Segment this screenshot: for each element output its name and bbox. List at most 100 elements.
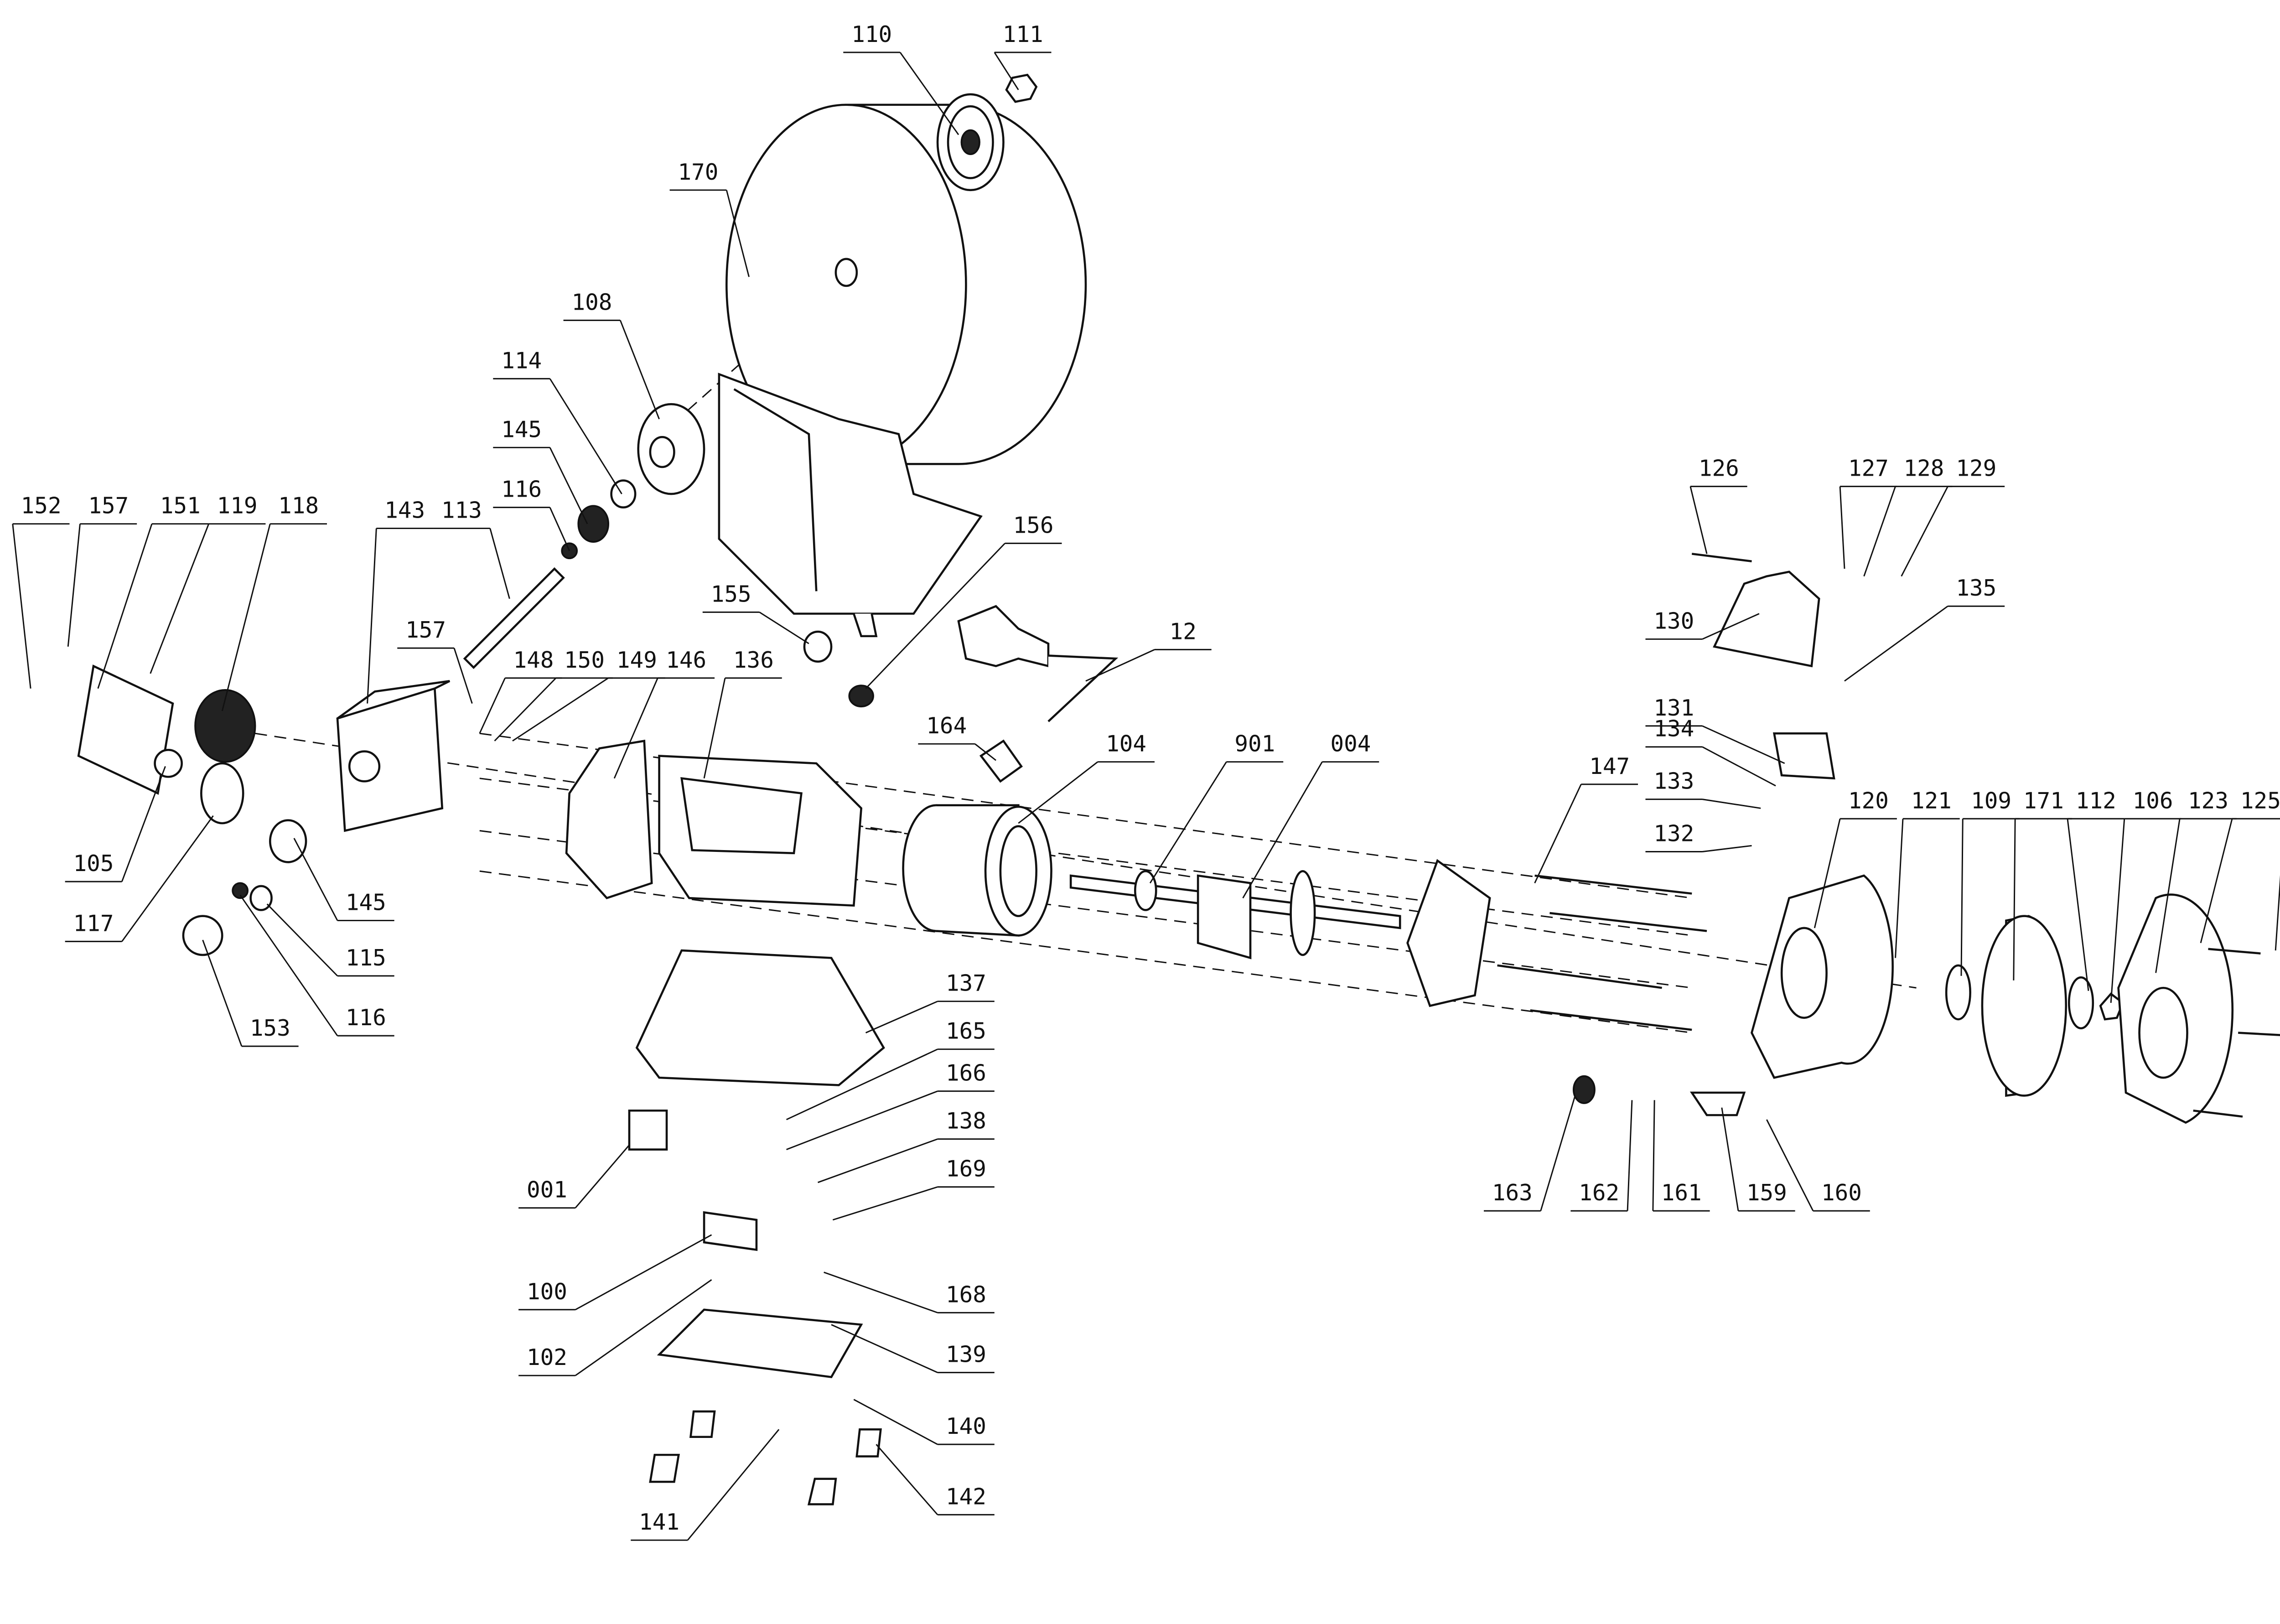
- power-cord-12: [1047, 654, 1119, 722]
- part-callout-156: 156: [865, 512, 1062, 689]
- part-callout-117: 117: [65, 815, 214, 942]
- part-callout-119: 119: [150, 493, 266, 674]
- part-number-label: 161: [1661, 1179, 1702, 1206]
- leader-line: [2200, 818, 2280, 944]
- worm-117: [200, 762, 244, 825]
- leader-line: [1839, 486, 1897, 569]
- part-number-label: 901: [1234, 731, 1275, 757]
- leader-line: [65, 766, 166, 882]
- part-callout-159: 159: [1721, 1107, 1795, 1212]
- part-number-label: 145: [346, 889, 386, 915]
- leader-line: [631, 1429, 780, 1541]
- part-number-label: 112: [2076, 787, 2116, 814]
- leader-line: [786, 1048, 995, 1121]
- part-number-label: 146: [666, 647, 706, 673]
- water-tray-154: [718, 373, 983, 615]
- leader-line: [1085, 649, 1212, 682]
- part-callout-146: 146: [613, 647, 715, 779]
- leader-line: [1652, 1100, 1710, 1212]
- part-number-label: 147: [1589, 753, 1630, 779]
- part-number-label: 142: [946, 1483, 986, 1510]
- rotor-004: [1069, 870, 1401, 960]
- part-number-label: 140: [946, 1413, 986, 1439]
- part-number-label: 129: [1956, 455, 1996, 482]
- part-callout-148: 148: [479, 647, 562, 734]
- part-callout-145: 145: [493, 416, 588, 524]
- part-number-label: 106: [2133, 787, 2173, 814]
- power-plug: [957, 605, 1050, 668]
- part-number-label: 162: [1579, 1179, 1619, 1206]
- leader-line: [786, 1090, 995, 1150]
- part-callout-162: 162: [1570, 1100, 1633, 1212]
- end-cover-right: [1406, 859, 1491, 1007]
- part-number-label: 163: [1492, 1179, 1533, 1206]
- part-callout-164: 164: [918, 712, 996, 761]
- part-number-label: 157: [88, 493, 129, 519]
- part-callout-116: 116: [493, 476, 570, 551]
- flange-109: [1945, 964, 1971, 1021]
- part-callout-125: 125: [2200, 787, 2280, 944]
- leader-line: [831, 1324, 995, 1374]
- part-callout-141: 141: [631, 1429, 780, 1541]
- leader-line: [1901, 486, 2005, 577]
- leader-line: [1645, 725, 1785, 764]
- cover-center: [2138, 986, 2188, 1079]
- leader-line: [853, 1399, 995, 1445]
- bolt-126: [1691, 553, 1752, 563]
- knob-156: [848, 685, 874, 708]
- assembly-axis-line: [255, 269, 1917, 1034]
- part-callout-160: 160: [1766, 1119, 1870, 1212]
- leader-line: [1960, 818, 2020, 976]
- part-number-label: 145: [501, 416, 542, 442]
- leader-line: [1844, 605, 2005, 682]
- part-number-label: 109: [1971, 787, 2011, 814]
- part-callout-105: 105: [65, 766, 166, 882]
- part-callout-124: 124: [2275, 875, 2280, 951]
- part-callout-100: 100: [518, 1234, 712, 1311]
- part-number-label: 170: [678, 159, 718, 185]
- part-callout-102: 102: [518, 1279, 712, 1376]
- leader-line: [266, 903, 394, 977]
- part-callout-12: 12: [1085, 618, 1212, 682]
- leader-line: [1766, 1119, 1870, 1212]
- leader-line: [150, 523, 266, 674]
- leader-line: [2013, 818, 2072, 981]
- part-callout-157: 157: [397, 617, 473, 704]
- part-callout-161: 161: [1652, 1100, 1710, 1212]
- part-number-label: 004: [1330, 731, 1371, 757]
- stator-104: [902, 804, 1052, 937]
- leader-line: [2275, 875, 2280, 951]
- eye-shield-130: [1713, 571, 1820, 668]
- part-number-label: 138: [946, 1108, 986, 1134]
- part-callout-901: 901: [1149, 731, 1284, 884]
- leader-line: [97, 523, 209, 689]
- part-number-label: 149: [617, 647, 657, 673]
- leader-line: [293, 838, 394, 921]
- leader-line: [1814, 818, 1897, 929]
- part-callout-139: 139: [831, 1324, 995, 1374]
- part-number-label: 159: [1746, 1179, 1787, 1206]
- part-callout-135: 135: [1844, 575, 2005, 682]
- part-number-label: 102: [527, 1344, 567, 1370]
- part-callout-131: 131: [1645, 695, 1785, 764]
- gear-118: [194, 689, 256, 763]
- part-callout-120: 120: [1814, 787, 1897, 929]
- part-number-label: 118: [278, 493, 319, 519]
- part-number-label: 132: [1653, 820, 1694, 846]
- part-number-label: 115: [346, 944, 386, 971]
- part-number-label: 143: [384, 497, 425, 524]
- part-number-label: 156: [1013, 512, 1054, 538]
- leader-line: [1645, 845, 1752, 852]
- leader-line: [563, 319, 660, 420]
- foot-142: [649, 1410, 882, 1505]
- flange-110: [936, 73, 1038, 192]
- part-callout-133: 133: [1645, 768, 1761, 809]
- leader-line: [493, 378, 622, 494]
- leader-line: [1721, 1107, 1795, 1212]
- leader-line: [876, 1444, 995, 1515]
- part-number-label: 135: [1956, 575, 1996, 601]
- tie-rod-147: [1497, 874, 1707, 1031]
- part-number-label: 123: [2188, 787, 2228, 814]
- part-callout-140: 140: [853, 1399, 995, 1445]
- flange-112: [2068, 976, 2094, 1030]
